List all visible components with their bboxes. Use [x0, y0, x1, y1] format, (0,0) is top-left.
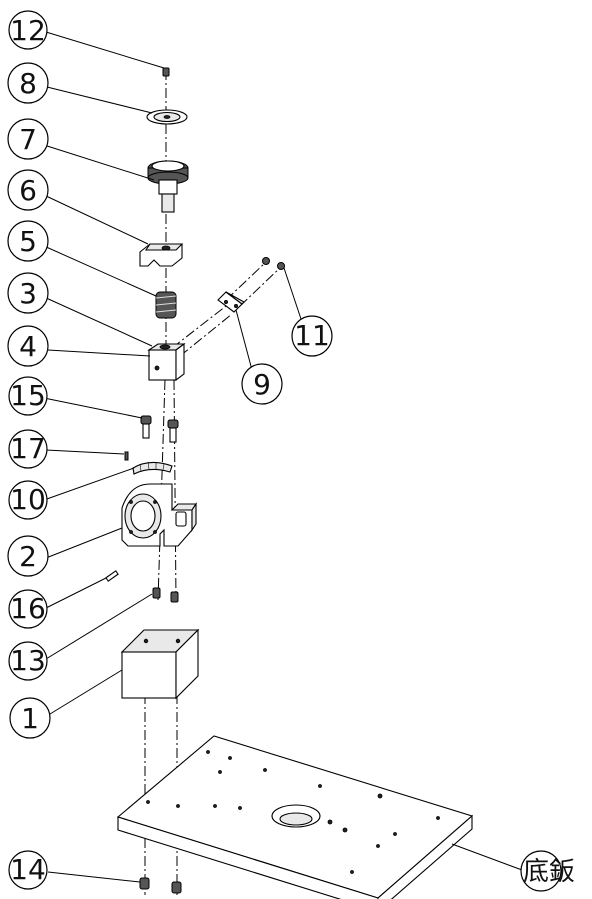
part-1-cube [120, 628, 200, 700]
svg-text:8: 8 [19, 67, 37, 100]
callout-9: 9 [241, 363, 283, 405]
part-2-pedestal [121, 483, 198, 547]
part-13-bolts [152, 587, 179, 603]
leader-lines [43, 31, 523, 883]
svg-text:14: 14 [10, 853, 46, 886]
callout-6: 6 [7, 169, 49, 211]
svg-text:11: 11 [294, 319, 330, 352]
callout-5: 5 [7, 220, 49, 262]
svg-text:3: 3 [19, 277, 37, 310]
callout-14: 14 [8, 850, 48, 890]
part-11-screws [262, 257, 285, 270]
svg-text:12: 12 [10, 14, 46, 47]
svg-text:1: 1 [21, 702, 39, 735]
callout-4: 4 [7, 325, 49, 367]
part-16-pin [105, 570, 119, 582]
part-12-screw [162, 67, 170, 77]
svg-text:15: 15 [10, 379, 46, 412]
callout-3: 3 [7, 272, 49, 314]
part-8-dial-disc [146, 109, 188, 125]
callout-7: 7 [7, 118, 49, 160]
callout-15: 15 [8, 376, 48, 416]
svg-text:2: 2 [19, 540, 37, 573]
svg-text:7: 7 [19, 123, 37, 156]
callout-16: 16 [8, 589, 48, 629]
callout-8: 8 [7, 62, 49, 104]
callout-17: 17 [8, 429, 48, 469]
callout-12: 12 [8, 10, 48, 50]
callout-13: 13 [8, 641, 48, 681]
svg-text:10: 10 [10, 483, 46, 516]
callout-1: 1 [9, 697, 51, 739]
part-9-bracket [217, 291, 245, 313]
base-plate [116, 735, 474, 899]
svg-text:9: 9 [253, 368, 271, 401]
callout-10: 10 [8, 480, 48, 520]
part-10-scale [132, 461, 173, 475]
svg-text:13: 13 [10, 644, 46, 677]
svg-text:17: 17 [10, 432, 46, 465]
part-17-pin [124, 451, 129, 461]
svg-text:底鈑: 底鈑 [523, 857, 575, 887]
callout-base-plate: 底鈑 [520, 850, 575, 892]
callout-2: 2 [7, 535, 49, 577]
part-15-bolts [140, 415, 179, 443]
part-14-bolts [139, 877, 182, 894]
part-7-knob [147, 160, 189, 213]
svg-text:16: 16 [10, 592, 46, 625]
part-5-spring [155, 291, 177, 319]
svg-text:4: 4 [19, 330, 37, 363]
part-6-clamp [139, 243, 184, 267]
svg-text:5: 5 [19, 225, 37, 258]
svg-text:6: 6 [19, 174, 37, 207]
callout-11: 11 [291, 315, 333, 357]
part-4-block [147, 342, 186, 382]
